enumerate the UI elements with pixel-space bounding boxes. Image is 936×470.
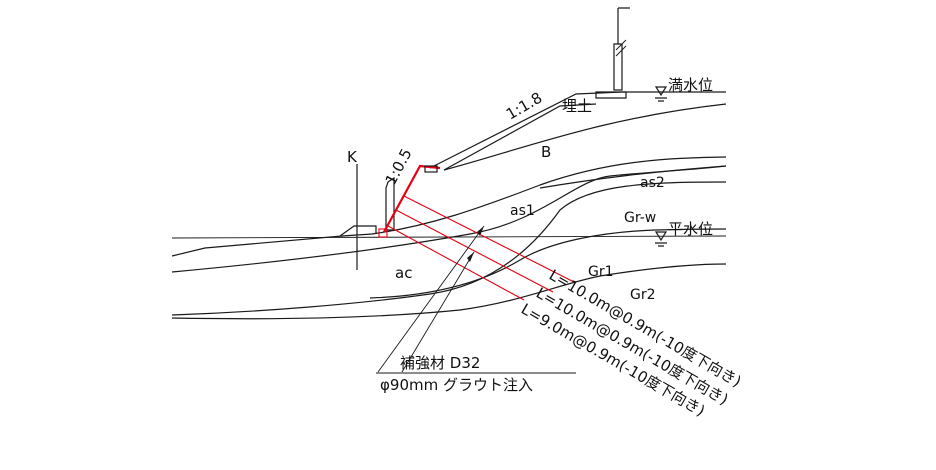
full-water-level-label: 満水位 (668, 76, 713, 94)
as1-lower-boundary (171, 165, 727, 273)
grw-layer-label: Gr-w (624, 210, 656, 226)
water-level-markers (654, 86, 668, 247)
gr1-layer-label: Gr1 (588, 264, 614, 280)
leader-line-2 (401, 251, 475, 373)
crest-wall-break (615, 39, 627, 57)
stratum-lines (171, 103, 727, 320)
normal-water-line (171, 235, 727, 239)
crest-wall (613, 43, 623, 91)
leader-arrow-2 (467, 252, 474, 262)
anchor-line-3 (387, 225, 525, 301)
gr2-layer-label: Gr2 (630, 287, 656, 303)
crest-wall-post (617, 7, 630, 44)
ac-lower-boundary (171, 181, 727, 316)
ac-layer-label: ac (395, 264, 412, 282)
toe-wall (385, 176, 395, 231)
upper-slope-line (429, 91, 726, 169)
crest-footing (595, 91, 627, 99)
leader-line-1 (377, 225, 485, 373)
anchor-line-2 (395, 209, 554, 293)
gr1-lower-boundary (171, 263, 727, 320)
as2-upper-boundary (443, 103, 727, 171)
normal-water-level-label: 平水位 (668, 220, 713, 238)
as2-lower-boundary (539, 165, 727, 189)
toe-step (339, 225, 377, 237)
marker-k-label: K (347, 148, 358, 166)
leader-arrow-1 (477, 226, 484, 236)
anchor-line-1 (403, 195, 575, 283)
full-water-marker-icon (654, 86, 668, 102)
as2-layer-label: as2 (640, 175, 665, 191)
embankment (339, 7, 726, 270)
as1-upper-boundary (371, 156, 727, 235)
grw-lower-boundary (369, 228, 727, 299)
crest-block (424, 165, 438, 173)
upper-slope-inner-line (443, 103, 597, 171)
callout-leader (376, 225, 576, 374)
callout-line-2: φ90mm グラウト注入 (380, 376, 533, 394)
toe-anchor-block (378, 228, 388, 238)
as1-layer-label: as1 (510, 203, 535, 219)
reinforcement (378, 164, 575, 301)
normal-water-marker-icon (654, 231, 668, 247)
b-layer-label: B (541, 143, 551, 161)
fill-layer-label: 埋土 (562, 97, 592, 115)
callout-line-1: 補強材 D32 (400, 354, 480, 372)
